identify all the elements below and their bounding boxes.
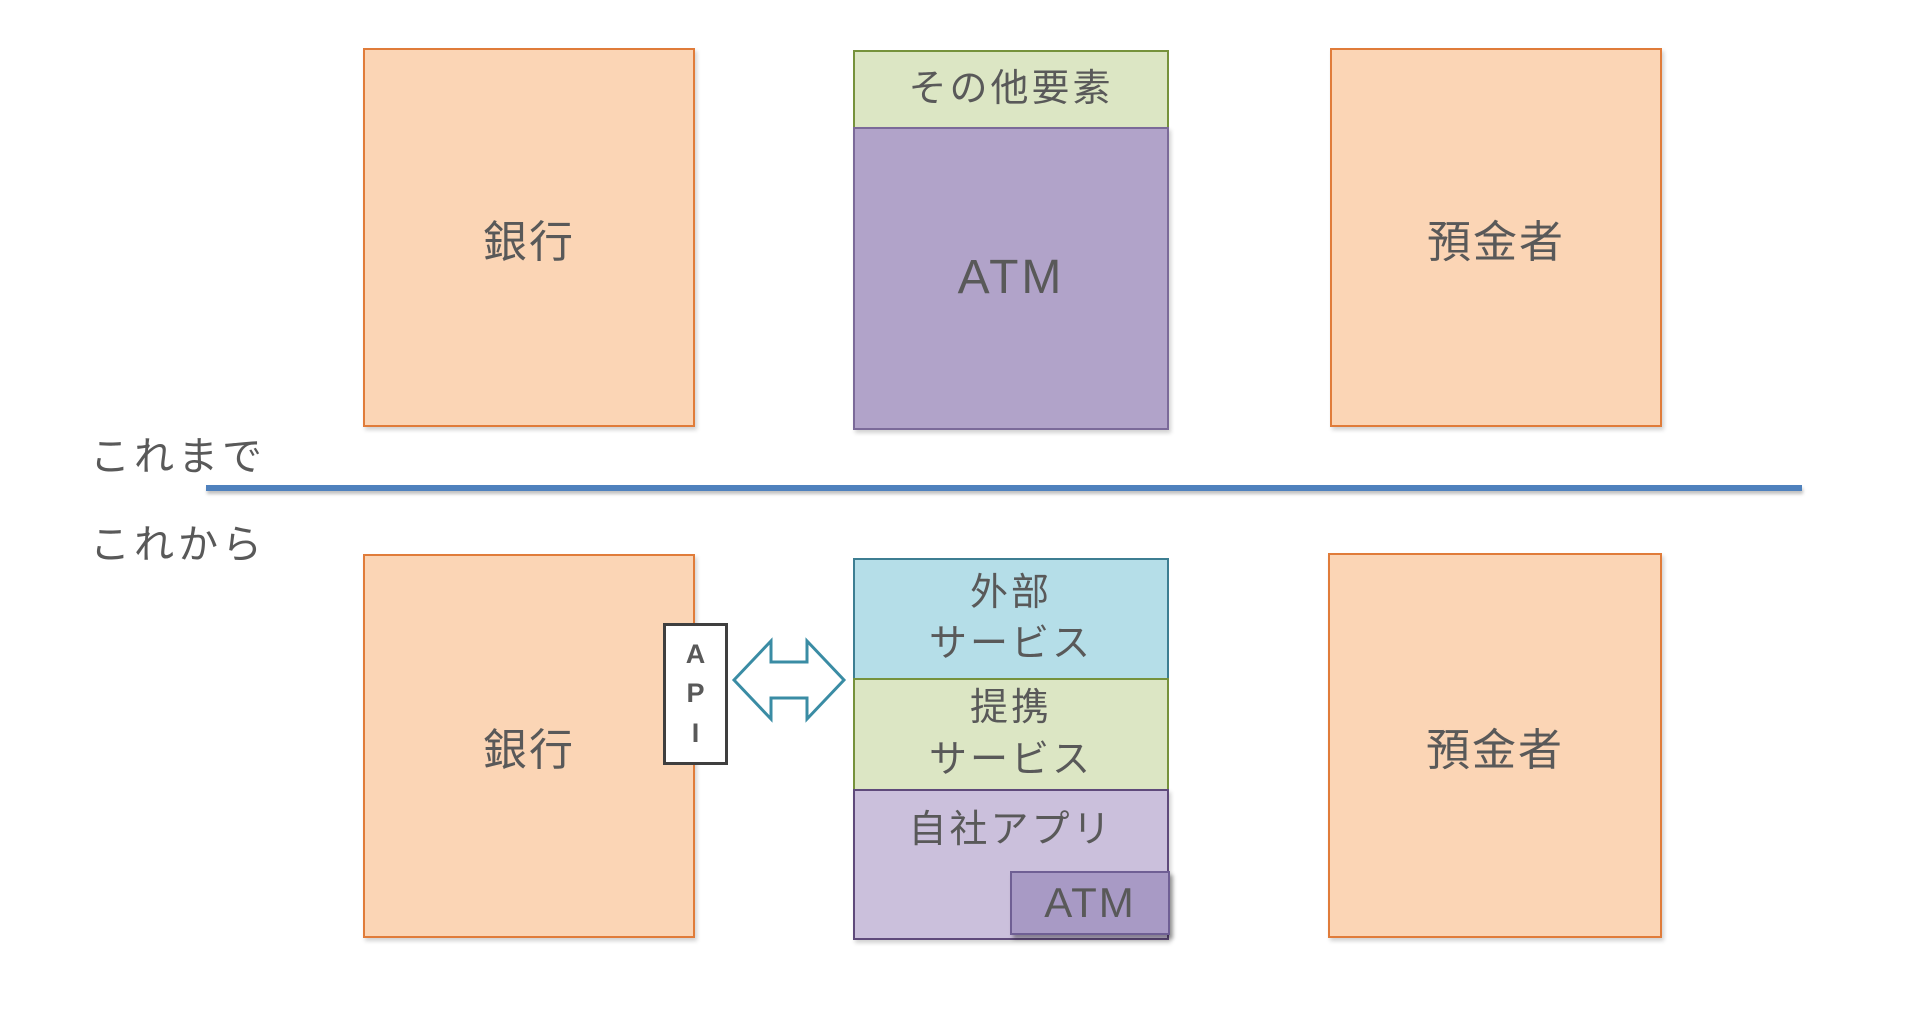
top-atm-label: ATM <box>957 251 1065 305</box>
top-depositor-label: 預金者 <box>1427 217 1565 267</box>
double-arrow-icon <box>731 630 847 730</box>
top-depositor-box: 預金者 <box>1330 48 1662 427</box>
top-bank-box: 銀行 <box>363 48 695 427</box>
api-letter-i: I <box>691 717 700 748</box>
partner-service-line1: 提携 <box>969 687 1052 730</box>
bottom-atm-box: ATM <box>1010 871 1170 935</box>
external-service-box: 外部 サービス <box>853 558 1169 680</box>
partner-service-box: 提携 サービス <box>853 678 1169 791</box>
own-app-label: 自社アプリ <box>908 809 1114 851</box>
other-elements-label: その他要素 <box>908 67 1114 110</box>
external-service-line1: 外部 <box>969 571 1052 614</box>
bottom-depositor-label: 預金者 <box>1426 725 1564 775</box>
bottom-bank-box: 銀行 <box>363 554 695 938</box>
partner-service-line2: サービス <box>928 738 1093 781</box>
api-letter-a: A <box>685 639 706 670</box>
top-bank-label: 銀行 <box>483 217 575 267</box>
section-divider-line <box>206 485 1802 491</box>
bottom-middle-stack: 外部 サービス 提携 サービス 自社アプリ ATM <box>853 558 1170 940</box>
other-elements-box: その他要素 <box>853 50 1169 129</box>
label-after: これから <box>90 523 266 567</box>
bottom-depositor-box: 預金者 <box>1328 553 1662 938</box>
external-service-line2: サービス <box>928 623 1093 665</box>
top-atm-box: ATM <box>853 127 1169 430</box>
top-middle-stack: その他要素 ATM <box>853 50 1169 430</box>
label-before: これまで <box>90 435 266 479</box>
api-box: A P I <box>663 623 728 765</box>
bottom-bank-label: 銀行 <box>483 726 575 775</box>
api-letter-p: P <box>686 678 705 709</box>
bottom-atm-label: ATM <box>1044 879 1136 926</box>
